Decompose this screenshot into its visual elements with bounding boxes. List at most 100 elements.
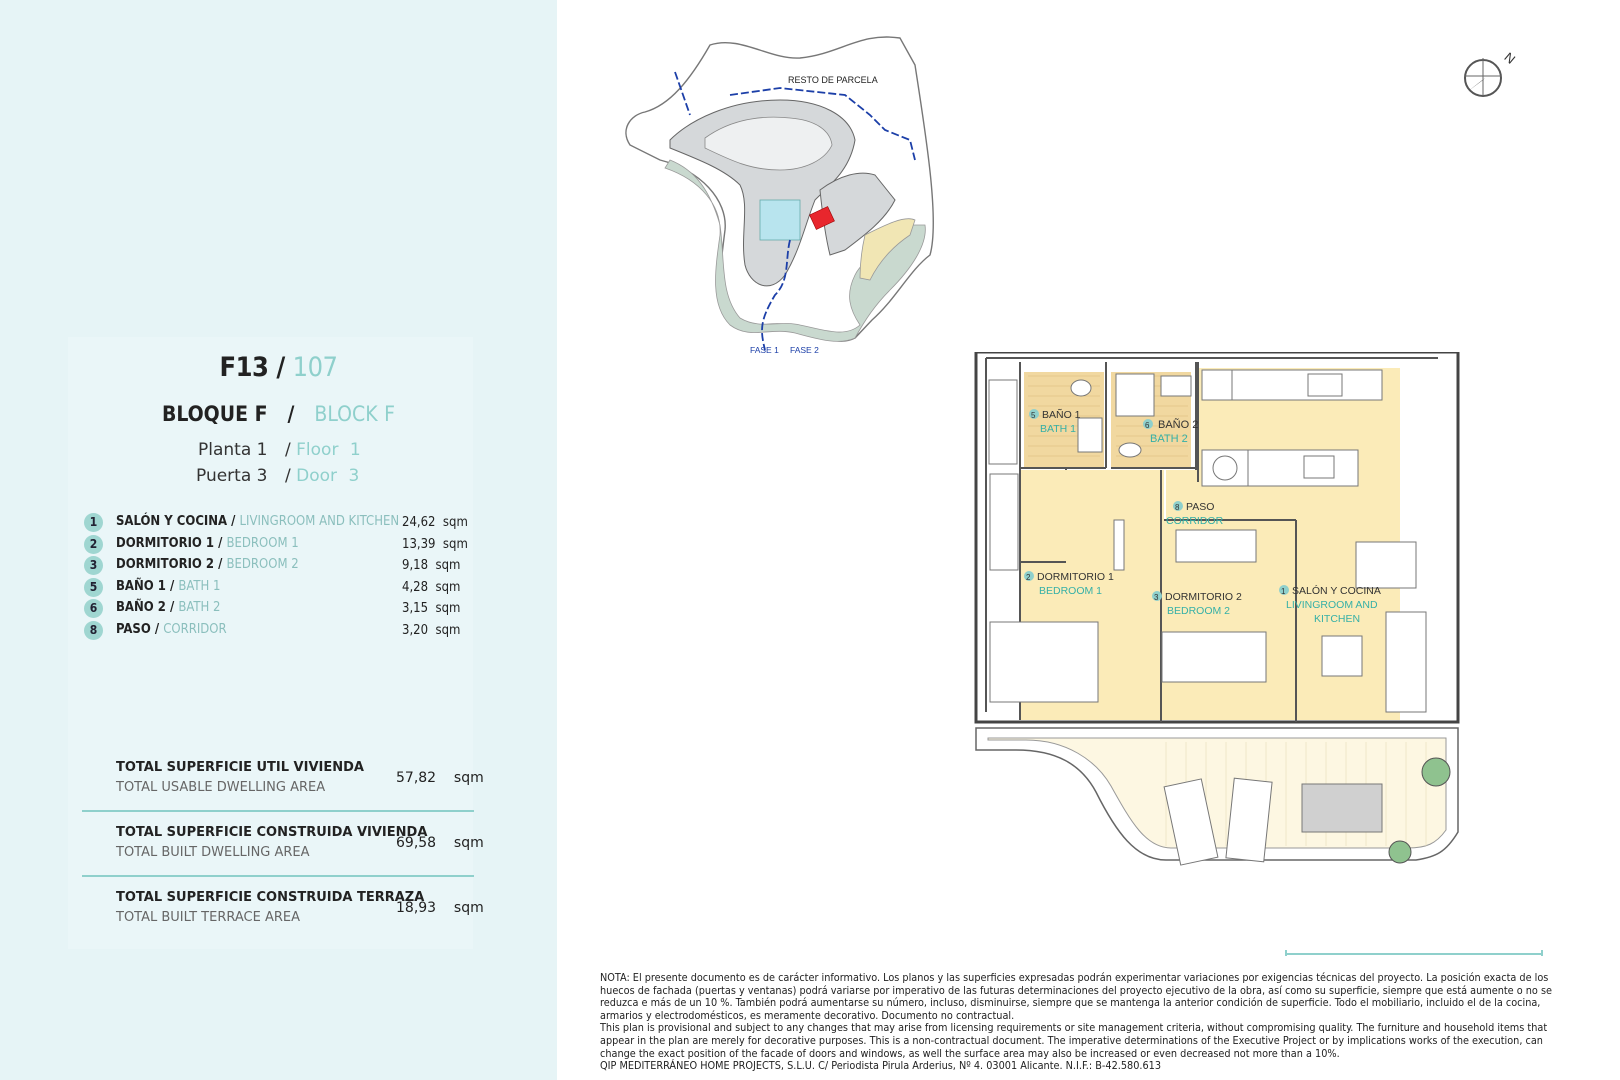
unit-code: F13 / 107 bbox=[219, 352, 338, 383]
coffee-table bbox=[1321, 635, 1363, 677]
living-label-en2: KITCHEN bbox=[1314, 613, 1360, 625]
sink-1 bbox=[1077, 417, 1103, 453]
room-area-unit: sqm bbox=[435, 623, 461, 638]
room-number-badge: 3 bbox=[84, 556, 103, 576]
bath1-label-en: BATH 1 bbox=[1040, 423, 1076, 435]
bed-2 bbox=[1161, 631, 1267, 683]
total-area-value: 57,82 bbox=[396, 770, 437, 786]
block-letter-es: F bbox=[254, 402, 268, 426]
total-area-unit: sqm bbox=[453, 900, 484, 916]
room-name-en: BATH 1 bbox=[178, 578, 221, 594]
room-name-es: DORMITORIO 2 / bbox=[116, 557, 223, 573]
bathtub-1 bbox=[988, 379, 1018, 465]
block-letter-en: F bbox=[384, 402, 396, 426]
sofa bbox=[1385, 611, 1427, 713]
room-area-unit: sqm bbox=[435, 601, 461, 617]
room-row: 6 BAÑO 2 / BATH 2 3,15 sqm bbox=[84, 598, 474, 619]
total-label-en: TOTAL USABLE DWELLING AREA bbox=[116, 780, 326, 795]
room-name-en: CORRIDOR bbox=[163, 622, 227, 637]
living-label: SALÓN Y COCINA bbox=[1292, 584, 1381, 597]
wardrobe-1 bbox=[989, 473, 1019, 571]
bed2-num: 3 bbox=[1154, 593, 1159, 602]
disclaimer-en: This plan is provisional and subject to … bbox=[600, 1021, 1548, 1060]
door-en-label: / Door 3 bbox=[285, 466, 360, 486]
bed1-num: 2 bbox=[1026, 573, 1031, 582]
door-en: Door bbox=[296, 466, 338, 486]
bath1-num: 5 bbox=[1031, 411, 1036, 420]
room-area: 3,15 sqm bbox=[402, 601, 474, 616]
room-area-value: 13,39 bbox=[402, 536, 436, 552]
room-name: BAÑO 2 / BATH 2 bbox=[116, 600, 220, 615]
unit-code-text: F13 bbox=[219, 352, 269, 383]
totals-divider bbox=[82, 810, 474, 812]
toilet-1 bbox=[1070, 379, 1092, 397]
sink-2 bbox=[1160, 375, 1192, 397]
bed2-label: DORMITORIO 2 bbox=[1165, 591, 1242, 603]
rest-label: RESTO DE PARCELA bbox=[788, 75, 878, 85]
room-area-value: 9,18 bbox=[402, 558, 429, 574]
sun-lounger-1 bbox=[1163, 778, 1219, 866]
living-label-en1: LIVINGROOM AND bbox=[1286, 599, 1378, 611]
info-card bbox=[68, 337, 473, 949]
terrace-table bbox=[1301, 783, 1383, 833]
disclaimer: NOTA: El presente documento es de caráct… bbox=[600, 971, 1560, 1073]
total-label-es: TOTAL SUPERFICIE UTIL VIVIENDA bbox=[116, 760, 364, 775]
total-area-value: 18,93 bbox=[396, 900, 437, 916]
block-en: BLOCK bbox=[314, 402, 378, 426]
sun-lounger-2 bbox=[1225, 777, 1273, 863]
room-area: 24,62 sqm bbox=[402, 515, 474, 530]
totals-divider bbox=[82, 875, 474, 877]
block-title: BLOQUE F/BLOCK F bbox=[161, 402, 396, 426]
bed1-label-en: BEDROOM 1 bbox=[1039, 585, 1102, 597]
total-row: TOTAL SUPERFICIE CONSTRUIDA TERRAZA TOTAL… bbox=[82, 890, 484, 950]
bed1-label: DORMITORIO 1 bbox=[1037, 571, 1114, 583]
washer-drum bbox=[1212, 455, 1238, 481]
courtyard bbox=[704, 116, 833, 171]
room-name-en: BATH 2 bbox=[178, 600, 221, 616]
room-name: SALÓN Y COCINA / LIVINGROOM AND KITCHEN bbox=[116, 514, 399, 529]
scale-bar bbox=[1285, 950, 1543, 956]
desk bbox=[1113, 519, 1125, 571]
room-number-badge: 6 bbox=[84, 599, 103, 619]
room-name: DORMITORIO 1 / BEDROOM 1 bbox=[116, 536, 299, 551]
total-area-unit: sqm bbox=[453, 835, 484, 851]
total-row: TOTAL SUPERFICIE UTIL VIVIENDA TOTAL USAB… bbox=[82, 760, 484, 820]
room-area: 9,18 sqm bbox=[402, 558, 474, 573]
total-label-en: TOTAL BUILT DWELLING AREA bbox=[116, 845, 310, 860]
bed-1 bbox=[989, 621, 1099, 703]
unit-number: 107 bbox=[292, 352, 338, 383]
room-area: 3,20 sqm bbox=[402, 623, 474, 638]
total-area: 57,82 sqm bbox=[396, 770, 484, 786]
total-area-unit: sqm bbox=[453, 770, 484, 786]
room-area-value: 24,62 bbox=[402, 515, 436, 530]
compass-letter: N bbox=[1501, 49, 1518, 67]
room-area-value: 4,28 bbox=[402, 579, 429, 595]
kitchen-counter-top bbox=[1231, 369, 1383, 401]
site-plan: RESTO DE PARCELA FASE 1 FASE 2 bbox=[625, 36, 934, 355]
total-area: 18,93 sqm bbox=[396, 900, 484, 916]
room-area: 4,28 sqm bbox=[402, 580, 474, 595]
total-label-en: TOTAL BUILT TERRACE AREA bbox=[116, 910, 300, 925]
room-name: PASO / CORRIDOR bbox=[116, 622, 227, 637]
dining-table bbox=[1355, 541, 1417, 589]
living-num: 1 bbox=[1281, 587, 1286, 596]
room-name-en: LIVINGROOM AND KITCHEN bbox=[239, 514, 400, 529]
floor-en: Floor bbox=[296, 440, 339, 460]
room-name-es: BAÑO 1 / bbox=[116, 578, 175, 594]
bed2-label-en: BEDROOM 2 bbox=[1167, 605, 1230, 617]
room-area-unit: sqm bbox=[442, 515, 468, 530]
company-info: QIP MEDITERRÁNEO HOME PROJECTS, S.L.U. C… bbox=[600, 1059, 1162, 1073]
floor-en-label: / Floor 1 bbox=[285, 440, 361, 460]
block-es: BLOQUE bbox=[161, 402, 248, 426]
disclaimer-es: NOTA: El presente documento es de caráct… bbox=[600, 971, 1552, 1022]
total-label-es: TOTAL SUPERFICIE CONSTRUIDA TERRAZA bbox=[116, 890, 425, 905]
door-num: 3 bbox=[348, 466, 360, 486]
room-area-unit: sqm bbox=[435, 558, 461, 574]
kitchen-sink bbox=[1303, 455, 1335, 479]
plant-icon bbox=[1388, 840, 1412, 864]
room-number-badge: 8 bbox=[84, 621, 103, 640]
